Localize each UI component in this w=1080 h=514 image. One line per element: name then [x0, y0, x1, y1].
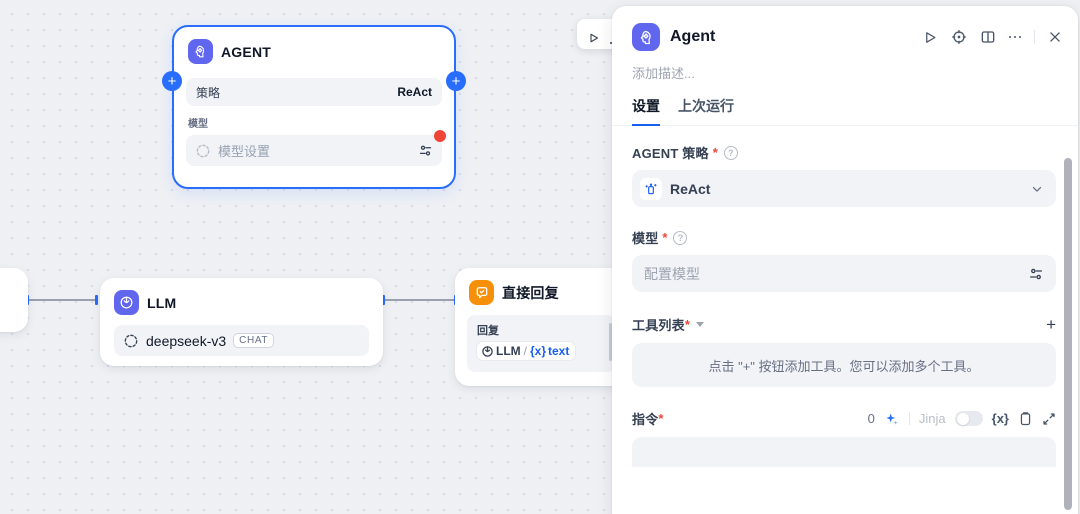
llm-node-icon — [114, 290, 139, 315]
section-agent-strategy: AGENT 策略 * ? ReAct — [632, 126, 1056, 207]
toolbar-divider — [908, 412, 910, 425]
strategy-key: 策略 — [196, 85, 221, 100]
react-strategy-icon — [640, 177, 662, 200]
model-config-placeholder: 配置模型 — [644, 265, 700, 282]
answer-node-title: 直接回复 — [502, 284, 559, 301]
strategy-section-label: AGENT 策略 — [632, 146, 709, 161]
tools-section-label: 工具列表 — [632, 318, 685, 333]
required-mark: * — [658, 411, 664, 426]
instruction-section-label: 指令 — [632, 412, 659, 427]
agent-node-icon — [188, 39, 213, 64]
model-section-label: 模型 — [632, 231, 659, 246]
panel-title: Agent — [670, 28, 716, 45]
play-icon[interactable] — [923, 30, 938, 45]
model-config-field[interactable]: 配置模型 — [632, 255, 1056, 292]
instruction-editor[interactable] — [632, 437, 1056, 467]
answer-node-icon — [469, 280, 494, 305]
answer-reply-box[interactable]: 回复 LLM / {x} text — [467, 315, 615, 372]
clipboard-icon[interactable] — [1018, 411, 1033, 426]
chip-node-name: LLM — [496, 344, 521, 358]
chevron-down-icon — [1030, 182, 1044, 196]
description-placeholder[interactable]: 添加描述... — [632, 66, 695, 81]
sliders-icon — [1028, 266, 1044, 282]
help-icon[interactable]: ? — [723, 145, 738, 160]
model-alert-dot — [434, 130, 446, 142]
header-divider — [1034, 30, 1035, 44]
strategy-selected-value: ReAct — [670, 180, 711, 197]
answer-node[interactable]: 直接回复 回复 LLM / {x} text — [455, 268, 627, 386]
agent-model-field[interactable]: 模型设置 — [186, 130, 446, 166]
section-model: 模型 * ? 配置模型 — [632, 207, 1056, 292]
model-setup-placeholder: 模型设置 — [218, 144, 271, 159]
agent-config-panel: Agent — [612, 6, 1078, 514]
llm-model-field[interactable]: deepseek-v3 CHAT — [114, 325, 369, 356]
expand-icon[interactable] — [1042, 412, 1056, 426]
strategy-select[interactable]: ReAct — [632, 170, 1056, 207]
jinja-toggle[interactable] — [954, 411, 983, 426]
collapse-triangle-icon[interactable] — [695, 322, 704, 327]
book-icon[interactable] — [980, 29, 996, 45]
model-scan-icon — [123, 333, 139, 349]
agent-strategy-row[interactable]: 策略 ReAct — [186, 78, 442, 106]
close-icon[interactable] — [1048, 30, 1062, 44]
partial-node[interactable] — [0, 268, 28, 332]
required-mark: * — [662, 230, 668, 245]
agent-panel-icon — [632, 23, 660, 51]
char-count: 0 — [867, 411, 875, 426]
llm-node[interactable]: LLM deepseek-v3 CHAT — [100, 278, 383, 366]
llm-model-name: deepseek-v3 — [146, 332, 227, 349]
add-node-left-button[interactable]: + — [162, 71, 182, 91]
tab-settings[interactable]: 设置 — [632, 96, 660, 126]
strategy-value: ReAct — [397, 85, 432, 99]
tools-empty-state: 点击 "+" 按钮添加工具。您可以添加多个工具。 — [632, 343, 1056, 387]
chip-var-field: text — [548, 344, 570, 358]
chip-var-icon: {x} — [530, 344, 547, 358]
edge-handle — [95, 295, 98, 305]
panel-header: Agent — [612, 6, 1078, 51]
tab-last-run[interactable]: 上次运行 — [678, 98, 734, 114]
chat-badge: CHAT — [233, 333, 275, 348]
section-instruction: 指令 * 0 Jinja {x} — [632, 387, 1056, 467]
model-scan-icon — [195, 143, 211, 159]
play-icon[interactable] — [588, 32, 600, 44]
variable-icon[interactable]: {x} — [991, 411, 1009, 426]
sparkle-icon[interactable] — [884, 411, 900, 427]
more-icon[interactable] — [1008, 35, 1021, 39]
tools-empty-text: 点击 "+" 按钮添加工具。您可以添加多个工具。 — [708, 358, 980, 374]
reply-label: 回复 — [477, 325, 499, 337]
panel-tabs: 设置 上次运行 — [612, 82, 1078, 126]
edge-handle — [382, 295, 385, 305]
panel-scrollbar[interactable] — [1064, 158, 1072, 510]
chip-separator: / — [523, 344, 527, 358]
box-scrollbar[interactable] — [609, 323, 612, 361]
llm-mini-icon — [481, 345, 494, 358]
required-mark: * — [684, 317, 690, 332]
help-icon[interactable]: ? — [673, 230, 688, 245]
add-node-right-button[interactable]: + — [446, 71, 466, 91]
required-mark: * — [712, 145, 718, 160]
edge-start-to-llm — [28, 299, 97, 301]
agent-node[interactable]: + + AGENT 策略 ReAct 模型 模型设置 — [162, 19, 633, 189]
jinja-label: Jinja — [918, 411, 946, 426]
model-section-label: 模型 — [188, 119, 208, 130]
agent-node-title: AGENT — [221, 43, 271, 60]
variable-chip[interactable]: LLM / {x} text — [477, 342, 576, 360]
edge-llm-to-answer — [384, 299, 456, 301]
add-tool-button[interactable]: + — [1046, 315, 1056, 334]
sliders-icon — [418, 143, 433, 158]
section-tools: 工具列表 * + 点击 "+" 按钮添加工具。您可以添加多个工具。 — [632, 292, 1056, 387]
crosshair-icon[interactable] — [951, 29, 967, 45]
llm-node-title: LLM — [147, 294, 177, 311]
